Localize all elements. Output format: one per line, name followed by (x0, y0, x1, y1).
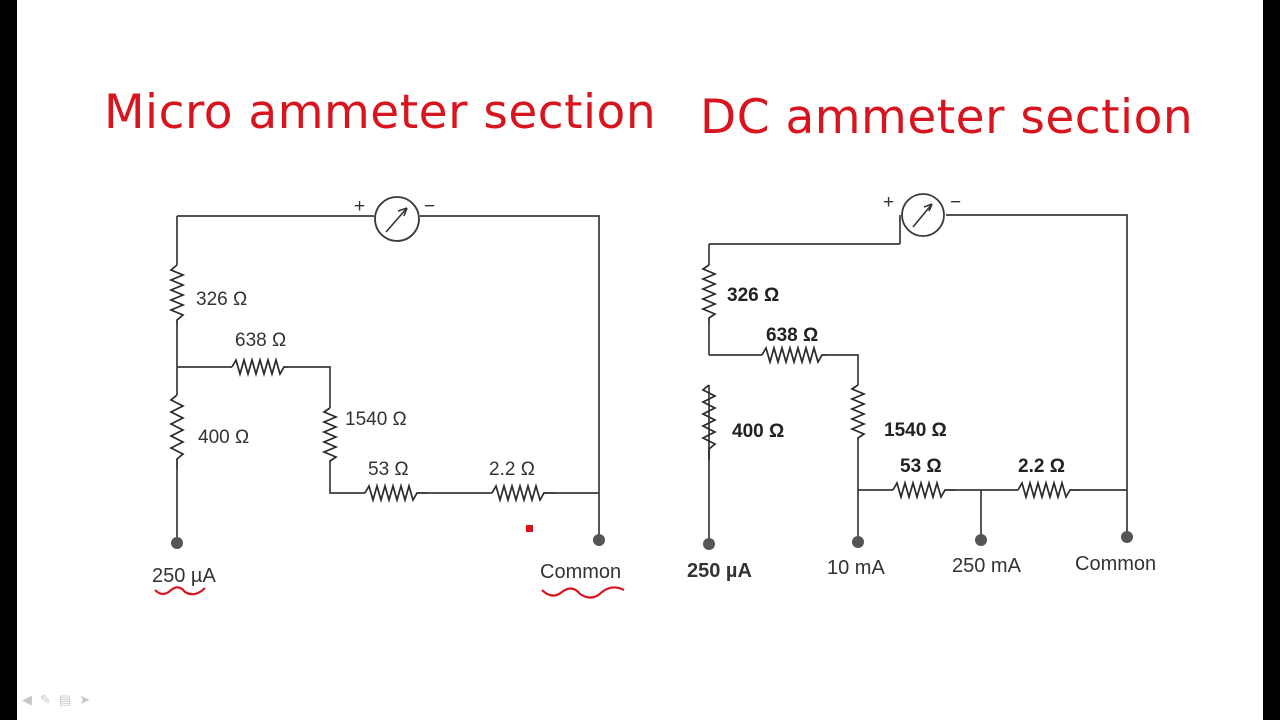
dc-label-400: 400 Ω (732, 421, 784, 442)
micro-ammeter-title: Micro ammeter section (104, 85, 657, 140)
red-underline-common (541, 586, 625, 599)
dc-top-wire (709, 214, 1128, 537)
dc-label-2-2: 2.2 Ω (1018, 456, 1065, 477)
micro-ammeter-circuit: + − 326 Ω 638 Ω 400 Ω 1540 Ω 53 Ω 2.2 Ω … (152, 196, 625, 599)
dc-term-common-label: Common (1075, 553, 1156, 575)
dc-resistor-2-2 (1017, 479, 1081, 501)
micro-meter-minus: − (424, 196, 435, 217)
dc-meter-plus: + (883, 192, 894, 213)
micro-term-common-label: Common (540, 561, 621, 583)
micro-resistor-638 (231, 356, 288, 378)
dc-terminal-250ma (975, 534, 987, 546)
micro-resistor-53 (364, 482, 428, 504)
micro-terminal-common (593, 534, 605, 546)
dc-ammeter-circuit: + − 326 Ω 638 Ω 400 Ω 1540 Ω 53 Ω 2.2 Ω … (687, 192, 1156, 582)
dc-resistor-53 (892, 479, 956, 501)
dc-ammeter-title: DC ammeter section (700, 90, 1194, 145)
micro-resistor-2-2 (491, 482, 555, 504)
micro-terminal-250ua (171, 537, 183, 549)
dc-term-250ua-label: 250 µA (687, 560, 752, 582)
dc-term-10ma-label: 10 mA (827, 557, 885, 579)
dc-resistor-326 (700, 264, 718, 323)
dc-label-1540: 1540 Ω (884, 420, 947, 441)
micro-term-250ua-label: 250 µA (152, 565, 216, 587)
dc-meter-minus: − (950, 192, 961, 213)
micro-label-53: 53 Ω (368, 459, 409, 480)
dc-terminal-common (1121, 531, 1133, 543)
dc-label-638: 638 Ω (766, 325, 818, 346)
micro-label-1540: 1540 Ω (345, 409, 407, 430)
micro-label-400: 400 Ω (198, 427, 249, 448)
red-dot (526, 525, 533, 532)
right-border (1263, 0, 1280, 720)
red-underline-250ua (154, 586, 206, 596)
left-border (0, 0, 17, 720)
micro-label-2-2: 2.2 Ω (489, 459, 535, 480)
micro-resistor-326 (168, 264, 186, 325)
dc-label-53: 53 Ω (900, 456, 942, 477)
micro-meter-plus: + (354, 196, 365, 217)
dc-terminal-10ma (852, 536, 864, 548)
dc-term-250ma-label: 250 mA (952, 555, 1022, 577)
dc-label-326: 326 Ω (727, 285, 779, 306)
micro-label-326: 326 Ω (196, 289, 247, 310)
dc-resistor-638 (761, 344, 826, 366)
slide-toolbar: ◀ ✎ ▤ ➤ (22, 692, 90, 708)
micro-wire-638 (177, 366, 331, 408)
micro-resistor-1540 (321, 407, 339, 462)
micro-label-638: 638 Ω (235, 330, 286, 351)
dc-resistor-400 (701, 384, 717, 460)
dc-resistor-1540 (849, 384, 867, 440)
micro-top-wire (177, 215, 600, 540)
pen-icon[interactable]: ✎ (40, 692, 51, 707)
menu-icon[interactable]: ▤ (58, 692, 72, 707)
micro-resistor-400 (169, 394, 185, 470)
dc-terminal-250ua (703, 538, 715, 550)
arrow-left-icon[interactable]: ◀ (22, 692, 32, 707)
arrow-right-icon[interactable]: ➤ (79, 692, 91, 707)
